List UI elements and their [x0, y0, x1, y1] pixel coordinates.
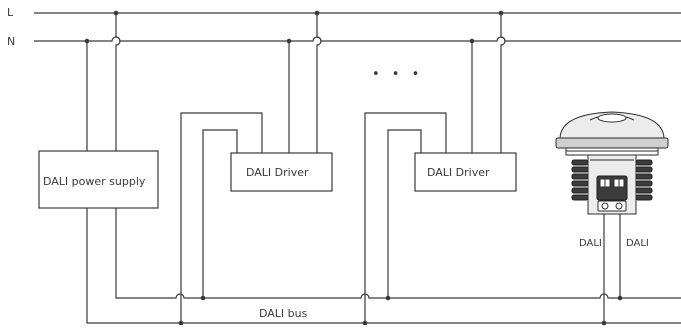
junction-dot: [617, 295, 623, 301]
dali-driver-1-box: [230, 152, 333, 192]
neutral-line-label: N: [7, 35, 15, 48]
driver1-dali-inner-wire: [202, 129, 238, 298]
right-spring-icon: [635, 159, 653, 201]
sensor-terminal-right-label: DALI: [626, 238, 649, 249]
dali-power-supply-label: DALI power supply: [43, 175, 146, 188]
psu-live-wire: [115, 13, 121, 151]
junction-dot: [178, 320, 184, 326]
live-line-label: L: [7, 6, 14, 19]
driver1-dali-outer-wire: [180, 112, 263, 323]
left-spring-icon: [571, 159, 589, 201]
more-drivers-ellipsis: • • •: [372, 67, 423, 82]
psu-bus-upper-wire: [115, 208, 681, 299]
dali-driver-2-label: DALI Driver: [427, 166, 490, 179]
neutral-line: [34, 36, 681, 42]
presence-sensor-icon: [555, 111, 669, 215]
junction-dot: [601, 320, 607, 326]
dali-driver-2-box: [414, 152, 517, 192]
dali-driver-1-label: DALI Driver: [246, 166, 309, 179]
psu-bus-lower-wire: [86, 208, 681, 324]
sensor-terminal-left-label: DALI: [579, 238, 602, 249]
dali-power-supply-box: [38, 150, 159, 209]
driver2-dali-inner-wire: [387, 129, 422, 298]
junction-dot: [362, 320, 368, 326]
dali-bus-label: DALI bus: [259, 307, 308, 320]
junction-dot: [385, 295, 391, 301]
terminal-block-icon: [596, 175, 628, 212]
junction-dot: [200, 295, 206, 301]
driver1-live-wire: [316, 13, 322, 153]
driver2-dali-outer-wire: [364, 112, 447, 323]
driver2-live-wire: [500, 13, 506, 153]
